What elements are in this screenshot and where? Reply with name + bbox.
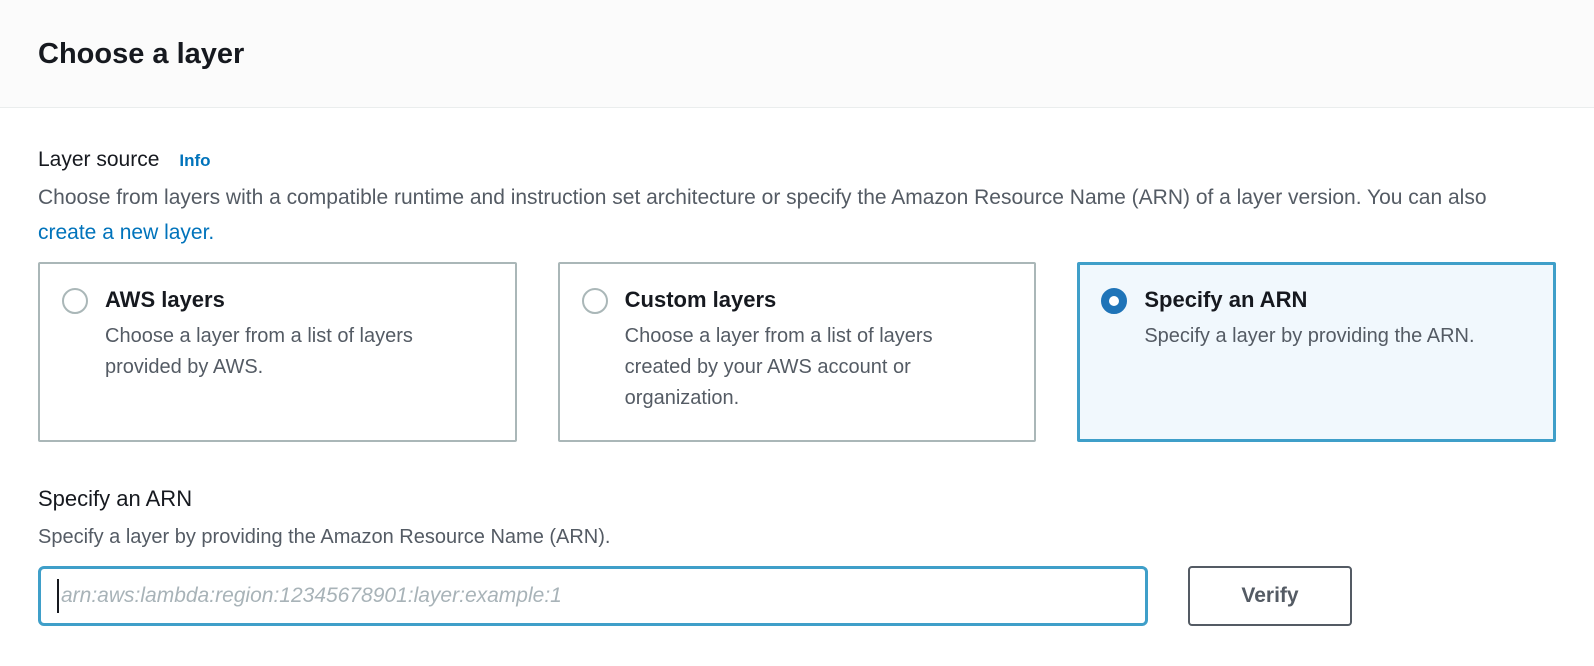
arn-input-row: Verify bbox=[38, 566, 1556, 626]
arn-input-wrapper bbox=[38, 566, 1148, 626]
card-title: Specify an ARN bbox=[1144, 287, 1308, 312]
card-title: Custom layers bbox=[624, 287, 777, 312]
card-text: Specify an ARN Specify a layer by provid… bbox=[1144, 284, 1474, 352]
arn-section-heading: Specify an ARN bbox=[38, 486, 193, 511]
layer-source-options: AWS layers Choose a layer from a list of… bbox=[38, 262, 1557, 442]
layer-source-row: Layer source Info bbox=[38, 146, 1556, 174]
card-description: Choose a layer from a list of layers pro… bbox=[105, 325, 413, 378]
panel-header: Choose a layer bbox=[0, 0, 1594, 108]
card-text: Custom layers Choose a layer from a list… bbox=[625, 284, 977, 414]
card-description: Specify a layer by providing the ARN. bbox=[1144, 325, 1475, 347]
card-text: AWS layers Choose a layer from a list of… bbox=[105, 284, 457, 383]
card-description: Choose a layer from a list of layers cre… bbox=[624, 325, 933, 409]
layer-source-label: Layer source bbox=[38, 148, 160, 171]
create-layer-link[interactable]: create a new layer. bbox=[38, 221, 215, 244]
panel-body: Layer source Info Choose from layers wit… bbox=[0, 146, 1594, 626]
layer-source-description: Choose from layers with a compatible run… bbox=[38, 180, 1508, 250]
info-link[interactable]: Info bbox=[179, 151, 211, 170]
layer-option-card-specify-arn[interactable]: Specify an ARN Specify a layer by provid… bbox=[1077, 262, 1557, 442]
layer-option-card-custom-layers[interactable]: Custom layers Choose a layer from a list… bbox=[557, 262, 1037, 442]
layer-option-card-aws-layers[interactable]: AWS layers Choose a layer from a list of… bbox=[38, 262, 517, 442]
card-title: AWS layers bbox=[105, 287, 225, 312]
radio-icon[interactable] bbox=[581, 288, 608, 314]
verify-button[interactable]: Verify bbox=[1188, 566, 1352, 626]
radio-icon[interactable] bbox=[62, 288, 88, 314]
layer-source-description-text: Choose from layers with a compatible run… bbox=[38, 186, 1487, 209]
page-title: Choose a layer bbox=[38, 38, 245, 70]
text-cursor bbox=[57, 579, 59, 613]
arn-section-description: Specify a layer by providing the Amazon … bbox=[38, 526, 611, 548]
radio-selected-icon[interactable] bbox=[1101, 288, 1128, 314]
arn-input[interactable] bbox=[38, 566, 1148, 626]
